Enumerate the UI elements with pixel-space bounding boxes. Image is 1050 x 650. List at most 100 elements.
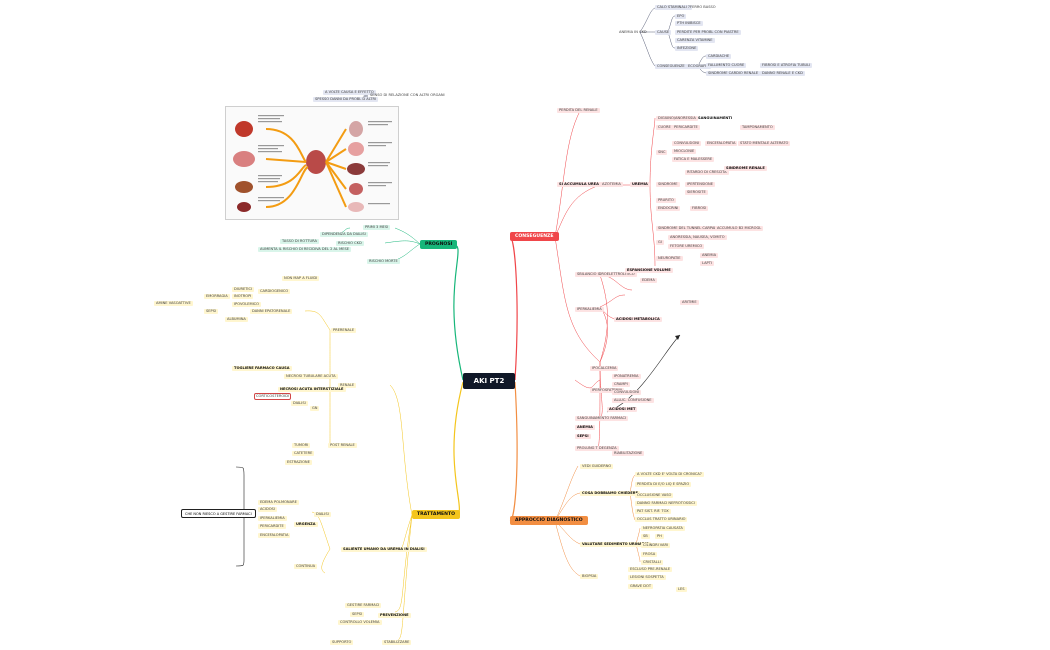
anemia-item[interactable]: ECOGRAFIA xyxy=(686,64,711,69)
conseguenze-item[interactable]: ESPANSIONE VOLUME xyxy=(625,268,673,273)
trattamento-item[interactable]: EDEMA POLMONARE xyxy=(258,500,299,505)
prognosi-item[interactable]: DIPENDENZA DA DIALISI xyxy=(320,232,368,237)
trattamento-item[interactable]: URGENZA xyxy=(294,522,318,527)
conseguenze-item[interactable]: ENCEFALOPATIA xyxy=(705,141,738,146)
conseguenze-item[interactable]: SANGUINAMENTO FARMACI xyxy=(575,416,629,421)
top-note[interactable]: SENSO DI RELAZIONE CON ALTRI ORGANI xyxy=(370,93,445,97)
conseguenze-item[interactable]: NEUROPATIE xyxy=(656,256,683,261)
anemia-title[interactable]: ANEMIA IN CKD xyxy=(619,30,647,34)
conseguenze-item[interactable]: GI xyxy=(656,240,664,245)
approccio-item[interactable]: LESIONI SOSPETTA xyxy=(628,575,666,580)
trattamento-item[interactable]: DANNI EPATORENALE xyxy=(250,309,293,314)
top-note[interactable]: A VOLTE CAUSA E EFFETTO xyxy=(323,90,376,95)
conseguenze-item[interactable]: CONVULSIONI xyxy=(672,141,702,146)
conseguenze-item[interactable]: ANEMIA xyxy=(575,425,595,430)
conseguenze-item[interactable]: FIBROSI xyxy=(690,206,709,211)
trattamento-item[interactable]: INOTROPI xyxy=(232,294,254,299)
conseguenze-item[interactable]: ACIDOSI MET xyxy=(607,407,638,412)
conseguenze-item[interactable]: ACCUMULO B2 MICROGL xyxy=(715,226,764,231)
conseguenze-item[interactable]: ENDOCRINI xyxy=(656,206,681,211)
trattamento-item[interactable]: ESTRAZIONE xyxy=(285,460,312,465)
trattamento-item[interactable]: DIALISI xyxy=(314,512,331,517)
trattamento-item[interactable]: PERICARDITE xyxy=(258,524,286,529)
conseguenze-item[interactable]: ANEMIA xyxy=(700,253,719,258)
conseguenze-item[interactable]: RIABILITAZIONE xyxy=(612,451,645,456)
trattamento-item[interactable]: NECROSI TUBULARE ACUTA xyxy=(284,374,338,379)
conseguenze-item[interactable]: IPERFOSFATEMIA xyxy=(590,388,625,393)
side-note-node[interactable]: CHE NON RIESCO A GESTIRE FARMACI xyxy=(181,509,256,518)
anemia-item[interactable]: PTH INIBISCE xyxy=(675,21,703,26)
trattamento-item[interactable]: SUPPORTO xyxy=(330,640,354,645)
conseguenze-item[interactable]: ARITMIE xyxy=(680,300,699,305)
conseguenze-item[interactable]: ALLUC. CONFUSIONE xyxy=(612,398,654,403)
trattamento-item[interactable]: DIURETICI xyxy=(232,287,255,292)
trattamento-item[interactable]: IPERKALIEMIA xyxy=(258,516,287,521)
approccio-item[interactable]: SB xyxy=(641,534,650,539)
conseguenze-item[interactable]: SINDROME DEL TUNNEL CARPALE xyxy=(656,226,721,231)
trattamento-item[interactable]: SEPSI xyxy=(350,612,365,617)
prognosi-item[interactable]: RISCHIO MORTE xyxy=(367,259,400,264)
approccio-item[interactable]: CRISTALLI xyxy=(641,560,663,565)
approccio-item[interactable]: OCCLUSIONE VASO xyxy=(635,493,674,498)
approccio-item[interactable]: LES xyxy=(676,587,687,592)
anemia-item[interactable]: CAUSE xyxy=(655,30,672,35)
approccio-item[interactable]: DANNO FARMACI NEFROTOSSICI xyxy=(635,501,697,506)
trattamento-item[interactable]: CORTICOSTEROIDI xyxy=(254,393,292,400)
approccio-item[interactable]: FROSA xyxy=(641,552,658,557)
conseguenze-item[interactable]: UREMIA xyxy=(630,182,650,187)
approccio-item[interactable]: VALUTARE SEDIMENTO URINARIO xyxy=(580,542,651,547)
approccio-item[interactable]: PERDITA DI E/O LIQ E SPAZIO xyxy=(635,482,692,487)
approccio-item[interactable]: VEDI GUIDERNO xyxy=(580,464,614,469)
trattamento-item[interactable]: EMORRAGIA xyxy=(204,294,230,299)
anemia-item[interactable]: PERDITE PER PROBL CON PIASTRE xyxy=(675,30,741,35)
trattamento-item[interactable]: POST RENALE xyxy=(328,443,357,448)
trattamento-item[interactable]: GESTIRE FARMACI xyxy=(345,603,382,608)
conseguenze-item[interactable]: IPONATREMIA xyxy=(612,374,641,379)
conseguenze-item[interactable]: ANORESSIA, NAUSEA, VOMITO xyxy=(668,235,727,240)
approccio-item[interactable]: PAT SIST. RIF. TOX xyxy=(635,509,671,514)
trattamento-item[interactable]: RENALE xyxy=(338,383,357,388)
anemia-item[interactable]: CALO STAMINALI ? xyxy=(655,5,692,10)
anemia-item[interactable]: FIBROSI E ATROFIA TUBULI xyxy=(760,63,813,68)
prognosi-item[interactable]: AUMENTA IL RISCHIO DI RECIDIVA DEL 2 AL … xyxy=(258,247,352,252)
trattamento-item[interactable]: TOGLIERE FARMACO CAUSA xyxy=(232,366,292,371)
conseguenze-item[interactable]: SIEROSITE xyxy=(685,190,708,195)
conseguenze-item[interactable]: MIOCLONIE xyxy=(672,149,697,154)
approccio-item[interactable]: ESCLUSO PRE-RENALE xyxy=(628,567,673,572)
anemia-item[interactable]: CONSEGUENZE xyxy=(655,64,687,69)
conseguenze-item[interactable]: SINDROME RENALE xyxy=(724,166,767,171)
anemia-item[interactable]: EPO xyxy=(675,14,687,19)
conseguenze-item[interactable]: IPERTENSIONE xyxy=(685,182,716,187)
conseguenze-item[interactable]: IPERKALIEMIA xyxy=(575,307,604,312)
conseguenze-item[interactable]: IPOCALCEMIA xyxy=(590,366,619,371)
anemia-item[interactable]: FERRO BASSO xyxy=(690,5,716,9)
trattamento-item[interactable]: ENCEFALOPATIA xyxy=(258,533,291,538)
branch-trattamento[interactable]: TRATTAMENTO xyxy=(412,510,461,519)
trattamento-item[interactable]: SEPSI xyxy=(204,309,219,314)
conseguenze-item[interactable]: PRURITO xyxy=(656,198,676,203)
conseguenze-item[interactable]: SBILANCIO IDROELETTROLITICO xyxy=(575,272,637,277)
approccio-item[interactable]: NEFROPATIA CAUSATA xyxy=(641,526,685,531)
trattamento-item[interactable]: GN xyxy=(310,406,320,411)
conseguenze-item[interactable]: ACIDOSI METABOLICA xyxy=(614,317,662,322)
anemia-item[interactable]: INFEZIONE xyxy=(675,46,699,51)
conseguenze-item[interactable]: SANGUINAMENTI xyxy=(698,116,733,120)
conseguenze-item[interactable]: FETORE UREMICO xyxy=(668,244,705,249)
conseguenze-item[interactable]: LAPTI xyxy=(700,261,714,266)
trattamento-item[interactable]: NECROSI ACUTA INTERSTIZIALE xyxy=(278,387,346,392)
conseguenze-item[interactable]: AZOTEMIA xyxy=(600,182,623,187)
conseguenze-item[interactable]: PERDITA DEL RENALE xyxy=(557,108,600,113)
conseguenze-item[interactable]: PROLUNG T DEGENZA xyxy=(575,446,619,451)
trattamento-item[interactable]: SALIENTE UMANO DA UREMIA IN DIALISI xyxy=(341,547,427,552)
anemia-item[interactable]: SINDROME CARDIO RENALE xyxy=(706,71,761,76)
conseguenze-item[interactable]: PERICARDITE xyxy=(672,125,700,130)
approccio-item[interactable]: PH xyxy=(655,534,664,539)
branch-approccio[interactable]: APPROCCIO DIAGNOSTICO xyxy=(510,516,588,525)
approccio-item[interactable]: OCCLUS TRATTO URINARIO xyxy=(635,517,688,522)
conseguenze-item[interactable]: EDEMA xyxy=(640,278,657,283)
conseguenze-item[interactable]: SNC xyxy=(656,150,668,155)
prognosi-item[interactable]: TASSO DI ROTTURA xyxy=(280,239,319,244)
anemia-item[interactable]: CARDIACHE xyxy=(706,54,732,59)
conseguenze-item[interactable]: CONVULSIONI xyxy=(612,390,642,395)
trattamento-item[interactable]: CARDIOGENICO xyxy=(258,289,291,294)
